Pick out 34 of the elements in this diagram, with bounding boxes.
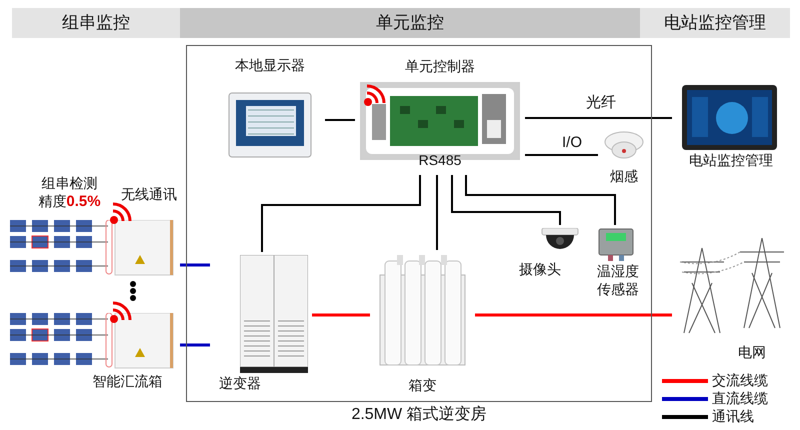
device-label: 烟感 [609,168,639,186]
device-label: 温湿度传感器 [596,263,640,298]
header-band [640,8,790,38]
section-heading: 组串监控 [61,12,131,34]
edge-label: 光纤 [584,95,618,112]
power-cable [180,344,210,346]
enclosure-caption: 2.5MW 箱式逆变房 [350,405,488,425]
power-cable [475,314,672,316]
signal-line [261,175,421,252]
legend-label: 交流线缆 [712,373,768,389]
power-cable [312,314,370,316]
section-heading: 电站监控管理 [663,12,767,34]
device-label: 逆变器 [218,375,262,392]
signal-line [525,117,672,119]
legend-label: 直流线缆 [712,391,768,407]
device-label: 单元控制器 [404,58,476,76]
device-label: 电网 [737,344,767,362]
power-cable [180,264,210,266]
device-label: 组串检测精度0.5% [37,175,102,212]
section-heading: 单元监控 [375,12,445,34]
header-band [180,8,640,38]
signal-line [325,119,355,121]
signal-line [465,175,616,225]
device-label: 摄像头 [518,261,562,278]
device-label: 智能汇流箱 [92,373,164,390]
device-label: 箱变 [408,377,438,394]
header-band [12,8,180,38]
device-label: 无线通讯 [120,186,178,204]
legend-label: 通讯线 [712,409,754,425]
device-label: 电站监控管理 [688,152,774,170]
port-label: RS485 [418,152,462,169]
device-label: 本地显示器 [234,57,306,74]
signal-line [451,175,561,225]
signal-line [525,154,598,156]
